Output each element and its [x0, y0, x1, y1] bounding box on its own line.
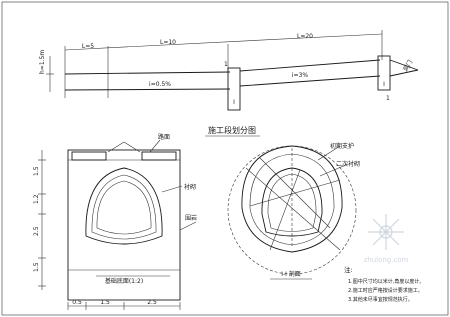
tunnel-cross-section: 初期支护 二次衬砌 I-I 剖面	[227, 142, 360, 280]
support-label: 初期支护	[330, 142, 354, 150]
note-line-1: 1.图中尺寸均以米计,角度以度计。	[348, 278, 424, 285]
box-label-right: I	[383, 81, 385, 88]
dim-right-label: L=20	[297, 33, 313, 40]
dim-bottom-2: 1.5	[100, 299, 110, 306]
drawing-caption: 施工段划分图	[208, 125, 256, 135]
height-label: h=1.5m	[39, 50, 46, 74]
slope-right-label: i=3%	[292, 72, 309, 79]
dim-left-4: 1.5	[33, 262, 40, 272]
dim-left-2: 1.2	[33, 194, 40, 204]
section-caption: I-I 剖面	[281, 270, 301, 278]
section-mark-2: 1	[386, 95, 390, 102]
top-label: 路面	[158, 133, 170, 141]
arch-outer	[85, 167, 163, 245]
slope-left-label: i=0.5%	[149, 81, 171, 88]
dim-left-3: 2.5	[33, 226, 40, 236]
section-outer	[241, 145, 343, 253]
dim-mid-label: L=10	[160, 39, 176, 46]
note-line-3: 3.其他未尽事宜按规范执行。	[348, 296, 413, 303]
lining-label: 衬砌	[184, 183, 196, 191]
note-line-2: 2.施工时应严格按设计要求施工。	[348, 287, 423, 294]
notes-title: 注:	[344, 265, 353, 274]
section-mark-1: 1	[224, 61, 228, 68]
dim-bottom-1: 0.5	[72, 299, 82, 306]
section-circle	[227, 145, 357, 275]
longitudinal-profile: L=5 L=10 L=20 h=1.5m i=0.5% i=3% I I 1 1…	[39, 30, 419, 111]
notes-block: 注: 1.图中尺寸均以米计,角度以度计。 2.施工时应严格按设计要求施工。 3.…	[344, 265, 424, 303]
section-box-right	[377, 55, 391, 91]
lining-label-2: 二次衬砌	[336, 160, 360, 168]
front-outline	[67, 149, 181, 301]
section-box-left	[227, 67, 241, 111]
side-label: 围岩	[185, 214, 197, 222]
dim-left-label: L=5	[82, 43, 94, 50]
dim-left-1: 1.5	[33, 166, 40, 176]
watermark-text: zhulong.com	[364, 256, 409, 264]
box-label-left: I	[233, 99, 235, 106]
dim-bottom-3: 2.5	[147, 299, 157, 306]
watermark: zhulong.com	[364, 214, 409, 264]
dimension-line	[64, 33, 383, 51]
bottom-label: 基础底面(1:2)	[105, 277, 143, 285]
portal-front-view: 1.5 1.2 2.5 1.5 0.5 1.5 2.5 路面 衬砌 围岩 基础底…	[33, 133, 197, 310]
